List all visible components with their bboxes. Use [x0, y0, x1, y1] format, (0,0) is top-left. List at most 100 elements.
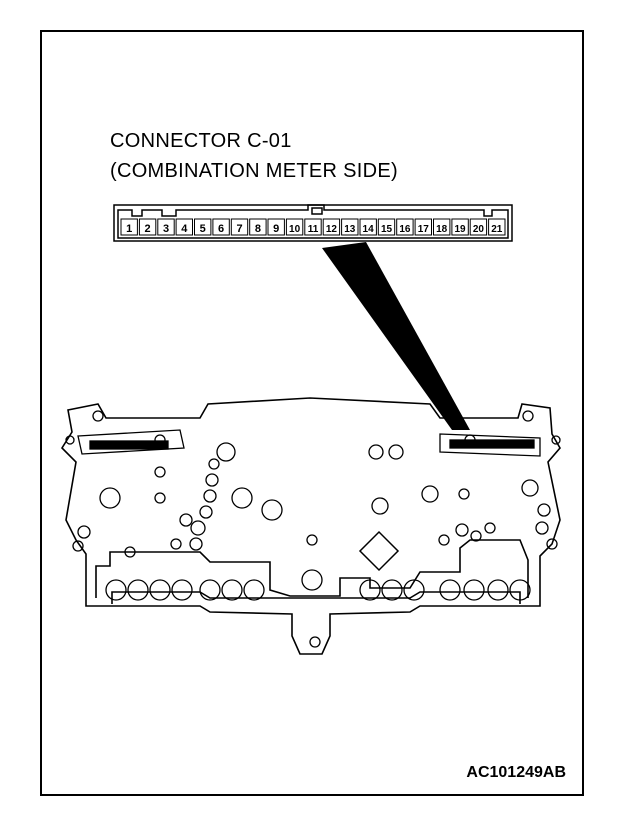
connector-pin-label: 8 [255, 223, 261, 235]
connector-pin-cell [396, 218, 414, 236]
lamp-socket [199, 579, 221, 601]
connector-pin-label: 17 [418, 224, 430, 235]
board-hole [170, 538, 182, 550]
board-hole [72, 540, 84, 552]
connector-pin-label: 13 [344, 224, 356, 235]
board-hole [388, 444, 404, 460]
board-hole [455, 523, 469, 537]
lamp-socket [509, 579, 531, 601]
connector-pin-label: 16 [399, 224, 411, 235]
lamp-socket [403, 579, 425, 601]
board-hole [189, 537, 203, 551]
board-hole [421, 485, 439, 503]
board-hole [261, 499, 283, 521]
connector-pin-label: 10 [289, 224, 301, 235]
connector-c-01 [113, 204, 513, 242]
board-hole [306, 534, 318, 546]
connector-pin-label: 1 [126, 223, 132, 235]
connector-pin-cell [488, 218, 506, 236]
board-hole [484, 522, 496, 534]
combination-meter-outline [60, 397, 561, 655]
board-hole [77, 525, 91, 539]
connector-subtitle: (COMBINATION METER SIDE) [110, 160, 398, 182]
connector-pin-label: 12 [326, 224, 338, 235]
connector-pin-label: 19 [454, 224, 466, 235]
connector-pin-cell [138, 218, 157, 236]
connector-pin-label: 9 [273, 223, 279, 235]
board-hole [205, 473, 219, 487]
board-hole [231, 487, 253, 509]
meter-board-holes [65, 410, 561, 648]
connector-pin-label: 20 [473, 224, 485, 235]
connector-pin-label: 21 [491, 224, 503, 235]
board-hole [371, 497, 389, 515]
board-hole [535, 521, 549, 535]
connector-pin-label: 18 [436, 224, 448, 235]
connector-pin-cell [267, 218, 285, 236]
connector-pin-label: 15 [381, 224, 393, 235]
figure-code: AC101249AB [466, 764, 566, 781]
lamp-socket [463, 579, 485, 601]
board-hole [521, 479, 539, 497]
connector-pin-cell [469, 218, 488, 236]
lamp-socket [105, 579, 127, 601]
pointer-wedge [322, 242, 470, 430]
connector-pin-cell [175, 218, 194, 236]
board-hole [537, 503, 551, 517]
meter-center-diamond [358, 530, 400, 572]
lamp-socket [381, 579, 403, 601]
connector-pin-cell [157, 218, 175, 236]
connector-pin-cell [359, 218, 377, 236]
connector-pin-label: 11 [308, 224, 319, 235]
board-hole [301, 569, 323, 591]
connector-pin-cell [341, 218, 359, 236]
connector-pin-cell [377, 218, 396, 236]
figure-frame [40, 30, 584, 796]
board-hole [199, 505, 213, 519]
board-hole [154, 434, 166, 446]
board-hole [368, 444, 384, 460]
meter-connector-left [77, 429, 185, 455]
meter-connector-right [439, 433, 541, 457]
board-hole [203, 489, 217, 503]
connector-pin-cell [322, 218, 341, 236]
board-hole [438, 534, 450, 546]
connector-pin-cell [304, 218, 322, 236]
connector-pin-label: 4 [181, 223, 188, 235]
board-hole [154, 466, 166, 478]
connector-pin-label: 6 [218, 223, 224, 235]
connector-pin-cell [120, 218, 138, 236]
board-hole [309, 636, 321, 648]
board-hole [179, 513, 193, 527]
connector-title: CONNECTOR C-01 [110, 130, 292, 152]
board-hole [190, 520, 206, 536]
lamp-socket [359, 579, 381, 601]
board-hole [208, 458, 220, 470]
board-hole [154, 492, 166, 504]
connector-pin-cell [212, 218, 230, 236]
connector-pin-label: 3 [163, 223, 169, 235]
connector-pin-cell [414, 218, 433, 236]
connector-pin-label: 2 [145, 223, 151, 235]
connector-pin-cell [451, 218, 469, 236]
board-hole [470, 530, 482, 542]
lamp-socket [149, 579, 171, 601]
lamp-socket [243, 579, 265, 601]
board-hole [464, 434, 476, 446]
connector-pin-cell [194, 218, 212, 236]
board-hole [65, 435, 75, 445]
connector-pin-cell [285, 218, 304, 236]
connector-pin-cell [249, 218, 267, 236]
lamp-socket [487, 579, 509, 601]
lamp-socket [439, 579, 461, 601]
connector-pin-label: 7 [236, 223, 242, 235]
connector-pin-cell [230, 218, 249, 236]
connector-pin-label: 14 [363, 224, 375, 235]
board-hole [92, 410, 104, 422]
lamp-socket [171, 579, 193, 601]
board-hole [124, 546, 136, 558]
connector-pin-label: 5 [200, 223, 206, 235]
connector-pin-cell [433, 218, 451, 236]
board-hole [99, 487, 121, 509]
